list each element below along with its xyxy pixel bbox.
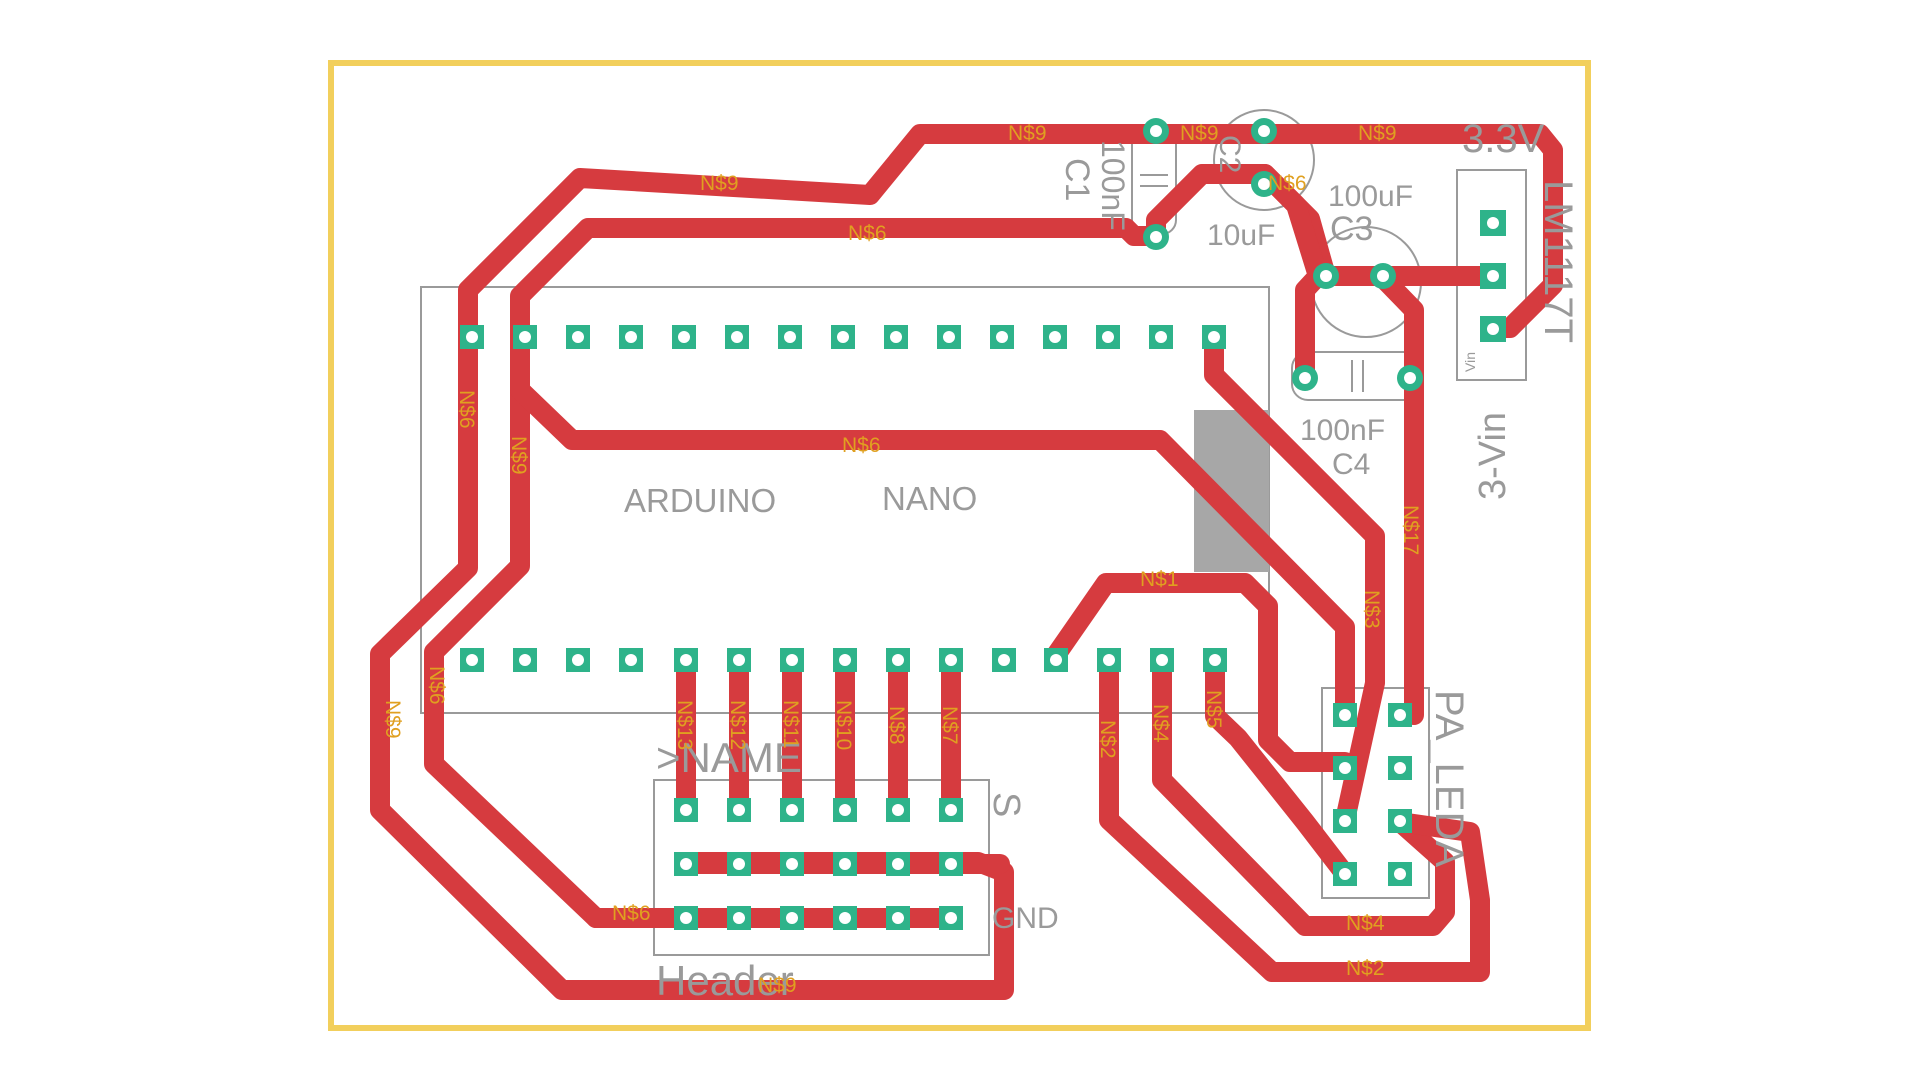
regulator-pkg: 3-Vin — [1472, 412, 1514, 500]
net-label-n1: N$1 — [1140, 568, 1179, 591]
regulator-pins — [1480, 210, 1506, 342]
net-label-n9: N$9 — [381, 700, 404, 739]
net-label-n6: N$6 — [1268, 172, 1307, 195]
trace-n1 — [1046, 573, 1355, 772]
c2-outline — [1213, 109, 1315, 211]
nano-label: NANO — [882, 480, 977, 517]
net-label-n13: N$13 — [673, 700, 696, 750]
header-label: Header — [656, 957, 794, 1004]
c4-value: 100nF — [1300, 414, 1385, 447]
port-label: PA_LEDA — [1427, 690, 1471, 867]
arduino-pins-top — [460, 325, 1226, 349]
net-label-n3: N$3 — [1360, 590, 1383, 629]
regulator-vin: Vin — [1462, 352, 1478, 372]
capacitor-vias — [1143, 118, 1423, 391]
c2-value: 10uF — [1207, 219, 1275, 252]
regulator-name: LM1117T — [1536, 180, 1580, 343]
net-label-n6: N$6 — [425, 666, 448, 705]
net-label-n6: N$6 — [612, 902, 651, 925]
net-label-n12: N$12 — [726, 700, 749, 750]
regulator-voltage: 3.3V — [1462, 117, 1545, 161]
trace-n4 — [1152, 650, 1455, 936]
trace-n3 — [1204, 327, 1385, 830]
trace-n17 — [1370, 265, 1424, 725]
net-label-n11: N$11 — [779, 700, 802, 749]
arduino-pins-bottom — [460, 648, 1227, 672]
net-label-n9: N$9 — [1008, 122, 1047, 145]
net-label-n9: N$9 — [758, 974, 797, 997]
net-label-n9: N$9 — [1180, 122, 1219, 145]
net-label-n9: N$9 — [1358, 122, 1397, 145]
net-label-n2: N$2 — [1096, 720, 1119, 759]
arduino-label: ARDUINO — [624, 482, 776, 519]
net-label-n10: N$10 — [832, 700, 855, 750]
c3-value: 100uF — [1328, 180, 1413, 213]
port-pins — [1333, 703, 1412, 886]
c1-name: C1 — [1058, 158, 1096, 201]
net-label-n6: N$6 — [455, 390, 478, 429]
header-s-label: S — [985, 792, 1027, 817]
net-label-n4: N$4 — [1346, 912, 1385, 935]
net-label-n6: N$6 — [848, 222, 887, 245]
header-name: >NAME — [656, 734, 802, 781]
c3-name: C3 — [1330, 210, 1373, 248]
c4-name: C4 — [1332, 448, 1370, 481]
trace-n2 — [1099, 650, 1490, 982]
trace-n6-mid — [510, 330, 1355, 725]
net-label-n2: N$2 — [1346, 957, 1385, 980]
net-label-n6: N$6 — [842, 434, 881, 457]
net-label-n7: N$7 — [938, 706, 961, 745]
c1-value: 100nF — [1095, 140, 1131, 231]
net-label-n5: N$5 — [1202, 690, 1225, 729]
net-label-n17: N$17 — [1399, 505, 1422, 555]
net-label-n4: N$4 — [1149, 704, 1172, 743]
trace-n9-outer — [370, 124, 1563, 1000]
trace-n5 — [1205, 650, 1355, 884]
header-gnd-label: GND — [992, 902, 1059, 935]
net-label-n8: N$8 — [885, 706, 908, 745]
net-label-n9: N$9 — [700, 172, 739, 195]
net-label-n9: N$9 — [507, 436, 530, 475]
trace-n6-inner — [424, 218, 1166, 928]
header-pins — [674, 798, 963, 930]
c2-name: C2 — [1213, 135, 1246, 173]
